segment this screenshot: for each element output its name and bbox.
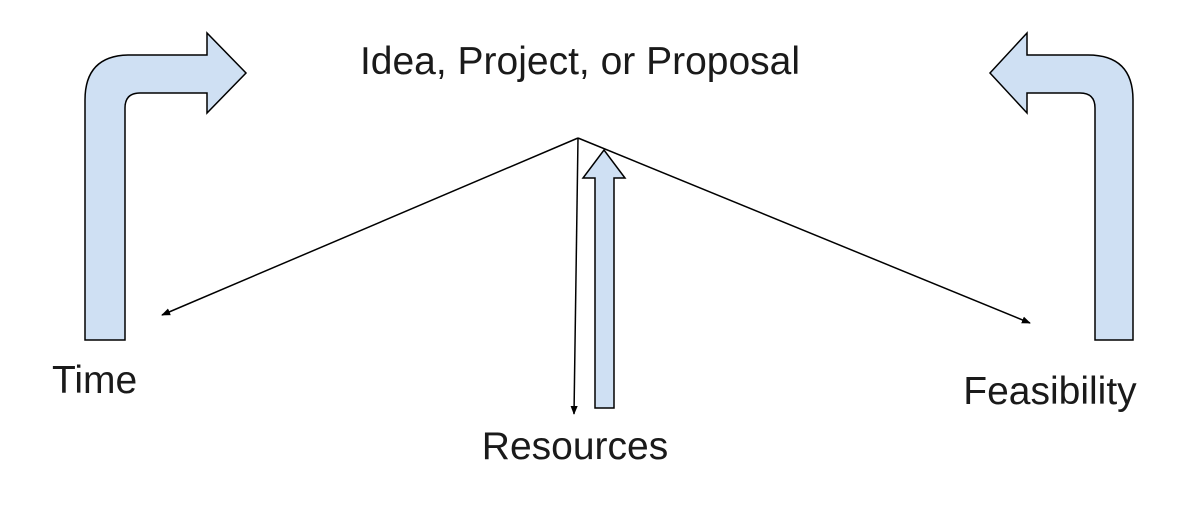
hub-to-resources-connector bbox=[570, 137, 579, 415]
hub-to-time-connector bbox=[161, 137, 579, 316]
time-to-idea-block-arrow bbox=[84, 31, 248, 341]
center-label: Idea, Project, or Proposal bbox=[360, 40, 800, 83]
time-label: Time bbox=[52, 359, 137, 402]
resources-label: Resources bbox=[482, 425, 668, 468]
feasibility-to-idea-block-arrow bbox=[988, 31, 1134, 341]
hub-to-feasibility-connector bbox=[577, 137, 1031, 324]
resources-to-idea-block-arrow bbox=[581, 148, 627, 409]
feasibility-label: Feasibility bbox=[963, 370, 1137, 413]
